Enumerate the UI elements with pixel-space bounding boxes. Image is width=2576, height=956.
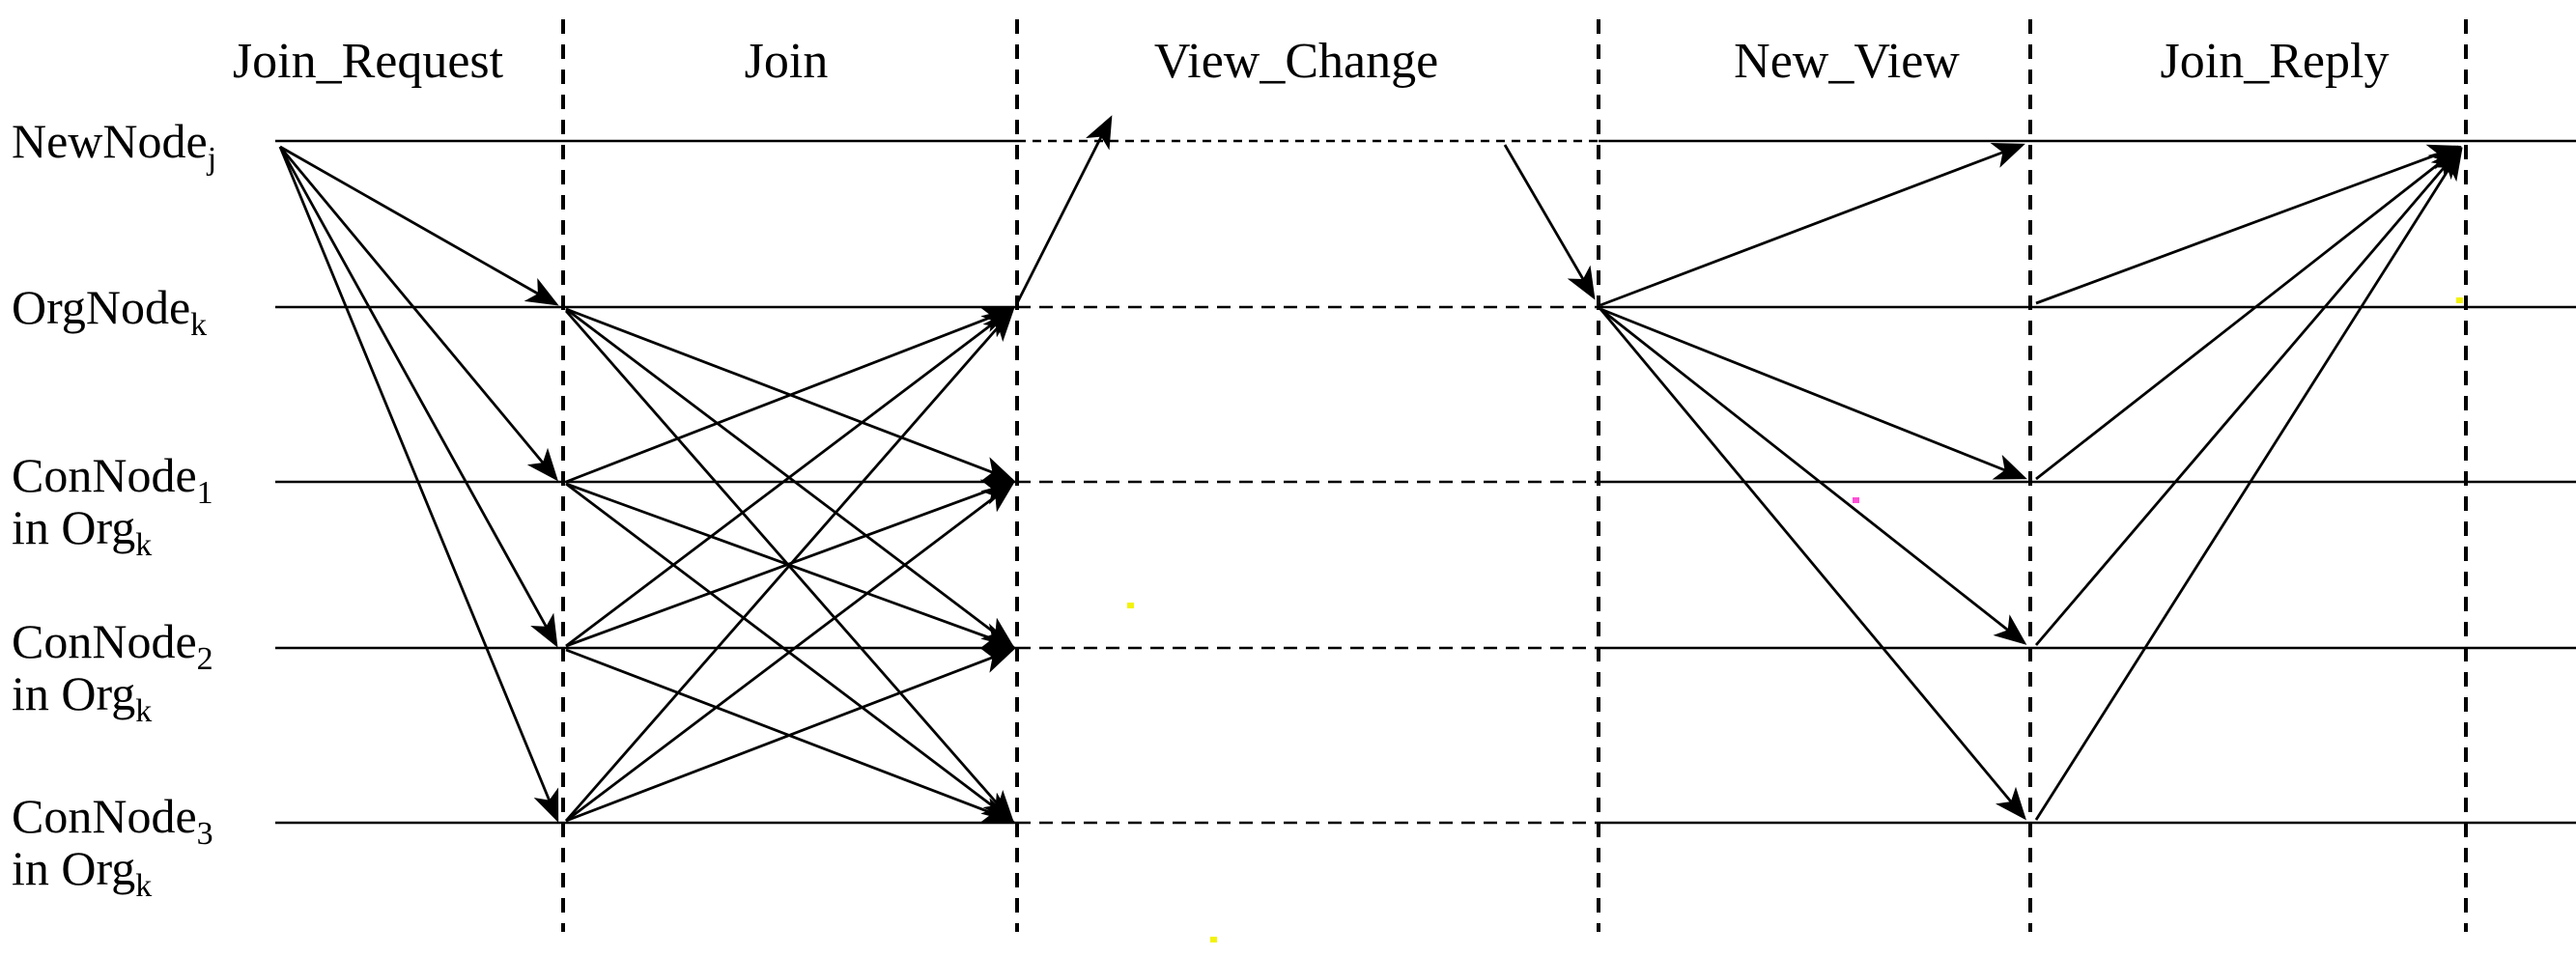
node-sublabel-connode-3: in Orgk [12, 841, 152, 904]
labels-layer: Join_Request Join View_Change New_View Join_… [12, 34, 2389, 904]
node-label-newnode-j: NewNodej [12, 114, 216, 177]
message-arrow-new_view-19 [1599, 307, 2027, 480]
message-arrow-join-14 [565, 482, 1015, 823]
artifact-dot-2 [2456, 297, 2463, 303]
message-arrow-join-7 [565, 307, 1015, 484]
node-label-connode-2: ConNode2 [12, 614, 213, 677]
message-arrow-join_request-0 [279, 145, 559, 306]
node-label-connode-1: ConNode1 [12, 448, 213, 511]
message-arrow-view_change-16 [1015, 115, 1113, 304]
node-sublabel-connode-1: in Orgk [12, 500, 152, 563]
artifact-dot-3 [1210, 937, 1217, 942]
message-arrow-join_reply-22 [2035, 144, 2461, 305]
message-arrow-new_view-21 [1599, 308, 2026, 821]
node-label-orgnode-k: OrgNodek [12, 280, 207, 343]
message-arrow-join_request-1 [278, 146, 558, 482]
message-arrow-join_request-3 [278, 146, 559, 823]
phase-label-join: Join [745, 34, 829, 89]
message-arrow-join_request-2 [278, 146, 558, 648]
message-arrow-join_reply-23 [2035, 146, 2462, 481]
node-label-connode-3: ConNode3 [12, 789, 213, 852]
message-arrow-join_reply-25 [2034, 147, 2463, 821]
message-arrow-new_view-18 [1599, 142, 2025, 307]
message-arrow-join_reply-24 [2034, 146, 2462, 646]
artifact-dot-1 [1853, 497, 1859, 503]
phase-label-new_view: New_View [1734, 34, 1960, 89]
artifacts-layer [1127, 297, 2463, 942]
artifact-dot-0 [1127, 603, 1134, 608]
message-arrow-new_view-20 [1599, 307, 2027, 645]
phase-label-join_reply: Join_Reply [2161, 34, 2390, 89]
message-arrows-layer [278, 115, 2463, 824]
message-arrow-join-10 [565, 307, 1015, 648]
lifelines-layer [275, 139, 2576, 825]
message-arrow-join-13 [564, 308, 1015, 822]
phase-boundaries-layer [561, 19, 2468, 932]
message-arrow-view_change-17 [1503, 144, 1596, 300]
phase-label-join_request: Join_Request [233, 34, 504, 89]
phase-label-view_change: View_Change [1154, 34, 1438, 89]
message-arrow-join-15 [565, 648, 1015, 823]
node-sublabel-connode-2: in Orgk [12, 666, 152, 729]
